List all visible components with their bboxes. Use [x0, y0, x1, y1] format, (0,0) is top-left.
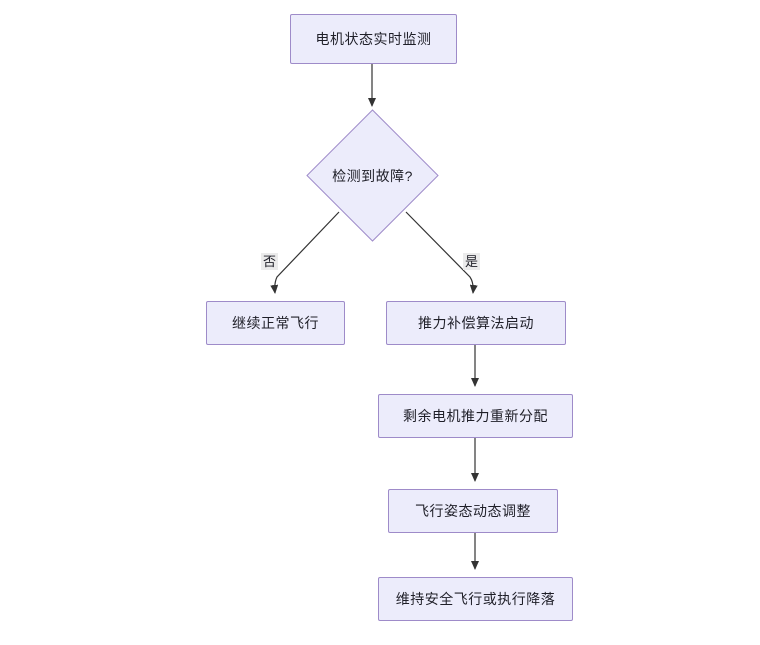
node-maintain-safe-flight-or-land[interactable]: 维持安全飞行或执行降落	[378, 577, 573, 621]
node-label: 检测到故障?	[332, 167, 413, 184]
node-motor-status-monitoring[interactable]: 电机状态实时监测	[290, 14, 457, 64]
node-remaining-motor-thrust-redistribution[interactable]: 剩余电机推力重新分配	[378, 394, 573, 438]
edge-label-text: 是	[465, 254, 479, 269]
edge-label-text: 否	[263, 254, 277, 269]
node-label: 继续正常飞行	[232, 315, 319, 331]
node-label: 推力补偿算法启动	[418, 315, 534, 331]
node-label: 剩余电机推力重新分配	[403, 408, 548, 424]
node-fault-detected-decision[interactable]: 检测到故障?	[306, 109, 439, 242]
edge-label-yes: 是	[463, 253, 481, 270]
node-label: 飞行姿态动态调整	[415, 503, 531, 519]
diamond-shape	[306, 109, 439, 242]
edge-label-no: 否	[261, 253, 279, 270]
node-label: 维持安全飞行或执行降落	[395, 591, 556, 607]
node-thrust-compensation-start[interactable]: 推力补偿算法启动	[386, 301, 566, 345]
node-label: 电机状态实时监测	[315, 31, 432, 47]
node-continue-normal-flight[interactable]: 继续正常飞行	[206, 301, 345, 345]
node-flight-attitude-dynamic-adjustment[interactable]: 飞行姿态动态调整	[388, 489, 558, 533]
